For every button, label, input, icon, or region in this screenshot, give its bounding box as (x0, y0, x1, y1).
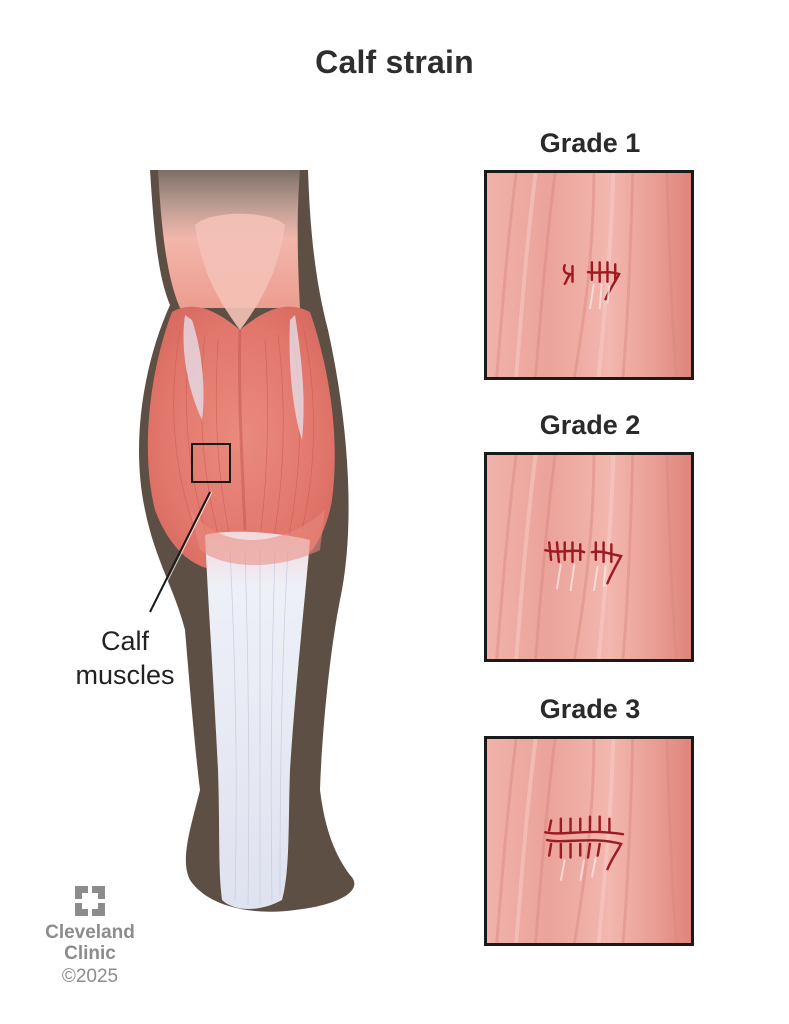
grade-1-title: Grade 1 (539, 128, 641, 158)
calf-muscles-label-line2: muscles (75, 660, 175, 690)
cleveland-clinic-logo-icon (73, 884, 107, 918)
grade-2-illustration (484, 452, 694, 662)
calf-muscles-label: Calf muscles (60, 624, 190, 692)
cleveland-clinic-branding: Cleveland Clinic ©2025 (40, 884, 140, 990)
page-title: Calf strain (315, 44, 474, 80)
brand-name-line2: Clinic (64, 943, 116, 964)
grade-2-title: Grade 2 (539, 410, 641, 440)
brand-name-line1: Cleveland (45, 922, 135, 943)
copyright-text: ©2025 (61, 966, 119, 987)
grade-3-illustration (484, 736, 694, 946)
calf-muscles-label-line1: Calf (100, 626, 149, 656)
calf-leg-illustration (110, 130, 380, 940)
grade-3-title: Grade 3 (539, 694, 641, 724)
grade-1-illustration (484, 170, 694, 380)
